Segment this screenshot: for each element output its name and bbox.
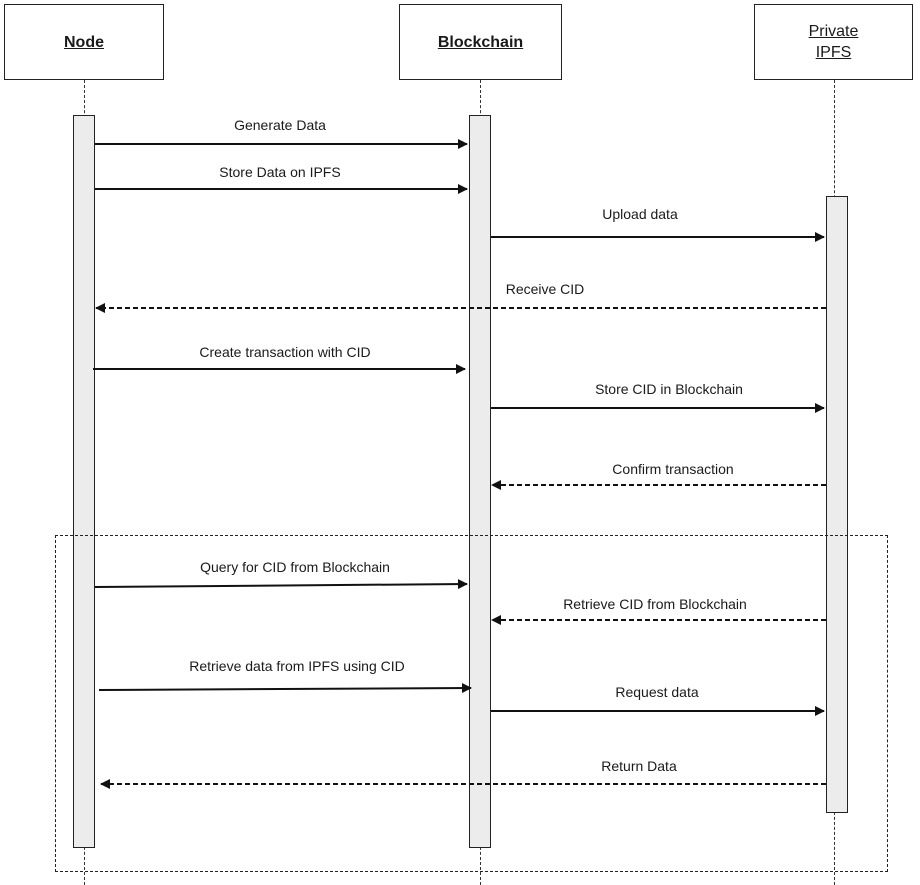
participant-blockchain: Blockchain [399,4,562,80]
message-label-3: Upload data [602,206,678,222]
activation-node [73,115,95,848]
message-label-10: Retrieve data from IPFS using CID [189,658,405,674]
retrieval-group-frame [55,535,888,872]
message-label-4: Receive CID [506,281,585,297]
message-label-11: Request data [615,684,698,700]
message-label-12: Return Data [601,758,677,774]
message-label-1: Generate Data [234,117,326,133]
activation-blockchain [469,115,491,848]
message-label-9: Retrieve CID from Blockchain [563,596,747,612]
participant-private-ipfs: Private IPFS [754,4,913,80]
participant-blockchain-label: Blockchain [437,33,524,51]
message-label-2: Store Data on IPFS [219,164,340,180]
message-label-5: Create transaction with CID [199,344,370,360]
message-arrow-8 [94,579,468,590]
message-label-6: Store CID in Blockchain [595,381,743,397]
message-label-7: Confirm transaction [612,461,733,477]
message-label-8: Query for CID from Blockchain [200,559,390,575]
participant-node: Node [4,4,164,80]
participant-ipfs-label: Private IPFS [808,23,859,61]
participant-node-label: Node [64,33,104,51]
activation-ipfs [826,196,848,813]
message-arrow-10 [98,683,472,694]
